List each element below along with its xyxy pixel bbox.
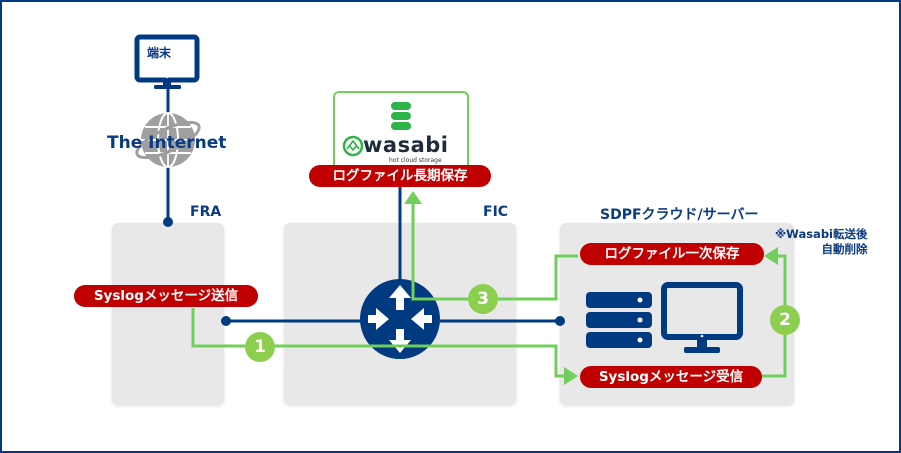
flow-1-line <box>191 308 566 378</box>
fra-zone-label: FRA <box>190 204 222 220</box>
server-icon <box>586 292 652 348</box>
flow-3-arrowhead <box>404 191 422 204</box>
step-3-badge: 3 <box>468 284 498 314</box>
step-1-badge: 1 <box>245 332 275 362</box>
step-2-badge: 2 <box>770 305 800 335</box>
wasabi-graphics <box>342 102 411 157</box>
wasabi-brand-text: wasabi <box>363 133 449 157</box>
fra-connection-dot <box>163 217 173 227</box>
fic-zone-label: FIC <box>483 204 509 220</box>
auto-delete-note: ※Wasabi転送後 自動削除 <box>775 227 868 257</box>
sdpf-link-dot <box>555 316 565 326</box>
fra-link-dot <box>221 316 231 326</box>
sdpf-zone-label: SDPFクラウド/サーバー <box>600 207 759 223</box>
monitor-icon <box>661 282 743 353</box>
long-term-storage-label: ログファイル長期保存 <box>309 165 491 187</box>
fra-zone <box>112 223 224 405</box>
flow-1-arrowhead <box>564 367 578 385</box>
globe-icon <box>135 112 201 168</box>
flow-3-line <box>411 203 578 301</box>
auto-delete-note-line1: ※Wasabi転送後 <box>775 227 868 241</box>
wasabi-tagline: hot cloud storage <box>389 157 442 164</box>
syslog-receive-label: Syslogメッセージ受信 <box>580 366 762 388</box>
flow-2-arrowhead <box>764 247 778 265</box>
auto-delete-note-line2: 自動削除 <box>821 242 868 256</box>
syslog-send-label: Syslogメッセージ送信 <box>74 285 258 307</box>
database-icon <box>391 102 411 130</box>
terminal-label: 端末 <box>147 46 172 60</box>
wasabi-logo-icon <box>342 135 364 157</box>
internet-label: The Internet <box>107 133 227 153</box>
terminal-monitor-icon <box>134 34 200 89</box>
primary-storage-label: ログファイル一次保存 <box>580 243 764 265</box>
